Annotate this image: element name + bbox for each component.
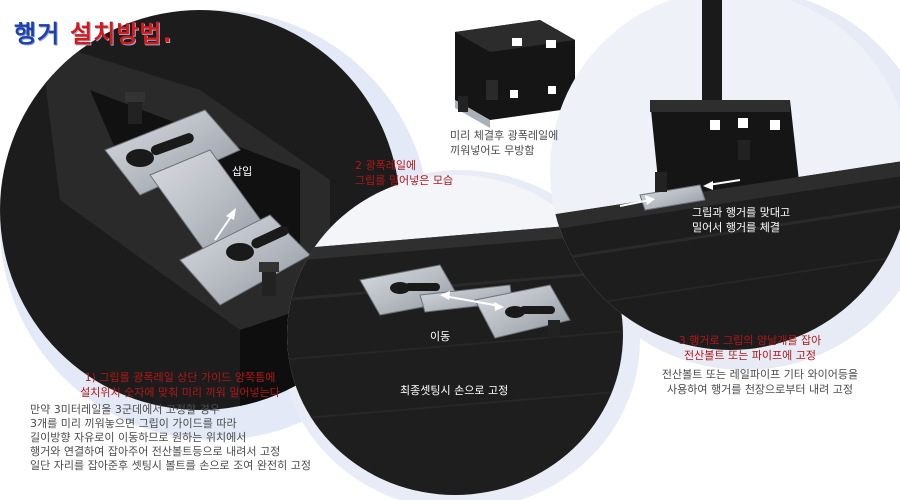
step1-line1: 1) 그립를 광폭레일 상단 가이드 양쪽틈에 <box>84 371 276 384</box>
step1-desc-1: 만약 3미터레일을 3군데에서 고정할 경우 <box>30 403 220 416</box>
title-part1: 행거 <box>14 20 61 48</box>
step3-caption: 3 행거로 그립의 양날개를 잡아 전산볼트 또는 파이프에 고정 <box>640 333 860 363</box>
pre-fasten-caption: 미리 체결후 광폭레일에 끼워넣어도 무방함 <box>450 128 558 158</box>
step3-description: 전산볼트 또는 레일파이프 기타 와이어등을 사용하여 행거를 천장으로부터 내… <box>620 367 900 397</box>
step3-desc-2: 사용하여 행거를 천장으로부터 내려 고정 <box>666 383 854 396</box>
step1-caption: 1) 그립를 광폭레일 상단 가이드 양쪽틈에 설치위치 숫자에 맞춰 미리 끼… <box>30 370 330 400</box>
step2-line2: 그립를 밀어넣은 모습 <box>355 174 454 187</box>
step1-desc-5: 일단 자리를 잡아준후 셋팅시 볼트를 손으로 조여 완전히 고정 <box>30 459 311 472</box>
step1-desc-2: 3개를 미리 끼워놓으면 그립이 가이드를 따라 <box>30 417 237 430</box>
step3-desc-1: 전산볼트 또는 레일파이프 기타 와이어등을 <box>661 368 859 381</box>
step1-line2: 설치위치 숫자에 맞춰 미리 끼워 밀어넣는다 <box>80 386 280 399</box>
pre-fasten-line1: 미리 체결후 광폭레일에 <box>450 129 559 142</box>
title-part2: 설치방법. <box>70 20 173 48</box>
pre-fasten-line2: 끼워넣어도 무방함 <box>450 144 535 157</box>
hanger-box-photo <box>455 20 575 128</box>
attach-caption: 그립과 행거를 맞대고 밀어서 행거를 체결 <box>692 205 790 235</box>
label-move: 이동 <box>430 330 451 343</box>
step1-desc-4: 행거와 연결하여 잡아주어 전산볼트등으로 내려서 고정 <box>30 445 281 458</box>
step2-caption: 2 광폭레일에 그립를 밀어넣은 모습 <box>355 158 453 188</box>
step2-line1: 2 광폭레일에 <box>355 159 417 172</box>
step3-line2: 전산볼트 또는 파이프에 고정 <box>684 349 816 362</box>
attach-line1: 그립과 행거를 맞대고 <box>692 206 791 219</box>
step1-description: 만약 3미터레일을 3군데에서 고정할 경우 3개를 미리 끼워놓으면 그립이 … <box>30 403 311 473</box>
attach-line2: 밀어서 행거를 체결 <box>692 221 780 234</box>
right-detail-circle <box>550 0 900 350</box>
label-insert: 삽입 <box>232 165 253 178</box>
label-final-fix: 최종셋팅시 손으로 고정 <box>400 384 509 397</box>
left-detail-circle <box>0 10 400 410</box>
page-title: 행거 설치방법. <box>14 14 173 49</box>
step3-line1: 3 행거로 그립의 양날개를 잡아 <box>678 334 822 347</box>
step1-desc-3: 길이방향 자유로이 이동하므로 원하는 위치에서 <box>30 431 247 444</box>
